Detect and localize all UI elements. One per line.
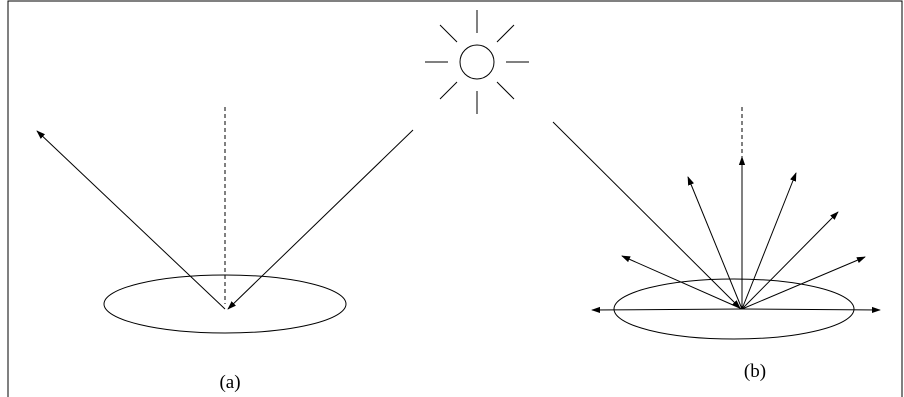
scattered-ray-3 (687, 176, 743, 310)
reflected-ray-a (36, 130, 226, 310)
scattered-ray-6 (741, 211, 839, 310)
panel-a (36, 107, 414, 334)
panel-b (552, 107, 881, 340)
scattered-ray-5 (741, 172, 797, 310)
surface-ellipse-b (613, 278, 855, 340)
panel-b-label: (b) (744, 361, 766, 382)
sun-icon (425, 10, 529, 114)
scattered-ray-8 (741, 306, 881, 314)
incident-ray-a (227, 129, 414, 310)
panel-a-label: (a) (219, 372, 240, 393)
scattered-ray-1 (591, 306, 743, 314)
incident-ray-b (552, 121, 741, 309)
scattered-ray-7 (741, 256, 866, 310)
figure-frame (7, 0, 903, 397)
scattered-ray-2 (621, 255, 743, 310)
